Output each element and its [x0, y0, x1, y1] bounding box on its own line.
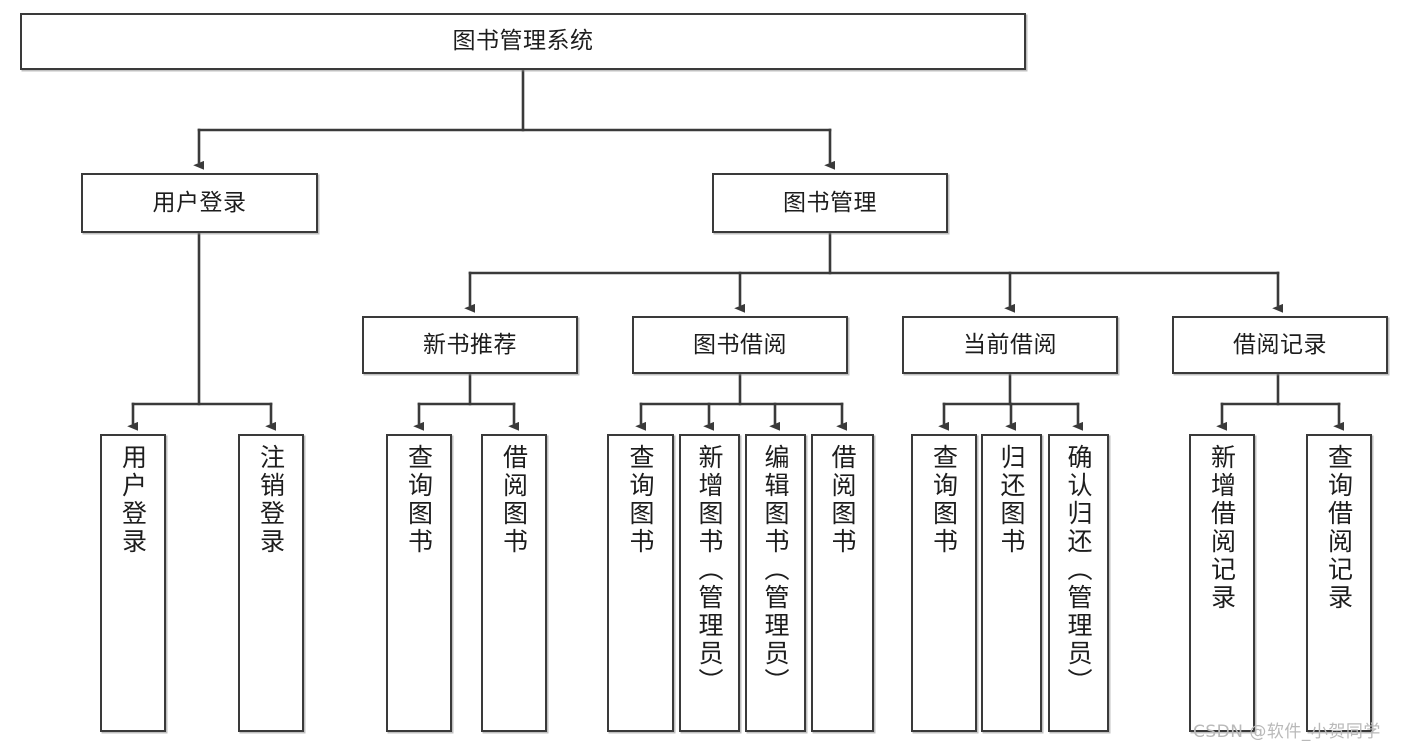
leaf-query-book-3[interactable]: 查询图书: [911, 434, 977, 732]
node-label: 查询图书: [929, 444, 959, 556]
node-label: 当前借阅: [963, 331, 1057, 358]
leaf-query-borrow-record[interactable]: 查询借阅记录: [1306, 434, 1372, 732]
node-label: 查询借阅记录: [1324, 444, 1354, 612]
node-user-login[interactable]: 用户登录: [81, 173, 318, 233]
node-label: 新增借阅记录: [1207, 444, 1237, 612]
csdn-watermark: CSDN @软件_小贺同学: [1193, 722, 1381, 742]
leaf-add-book-admin[interactable]: 新增图书（管理员）: [679, 434, 740, 732]
leaf-add-borrow-record[interactable]: 新增借阅记录: [1189, 434, 1255, 732]
node-label: 图书借阅: [693, 331, 787, 358]
node-label: 用户登录: [152, 189, 247, 216]
node-label: 借阅记录: [1233, 331, 1327, 358]
node-label: 查询图书: [404, 444, 434, 556]
node-label: 归还图书: [997, 444, 1026, 556]
leaf-return-book[interactable]: 归还图书: [981, 434, 1042, 732]
leaf-borrow-book-2[interactable]: 借阅图书: [811, 434, 874, 732]
node-book-borrow[interactable]: 图书借阅: [632, 316, 848, 374]
node-root-system[interactable]: 图书管理系统: [20, 13, 1026, 70]
node-label: 新增图书（管理员）: [695, 444, 724, 696]
node-label: 图书管理: [783, 189, 877, 216]
leaf-confirm-return-admin[interactable]: 确认归还（管理员）: [1048, 434, 1109, 732]
node-label: 注销登录: [256, 444, 286, 556]
node-label: 新书推荐: [423, 331, 517, 358]
node-label: 确认归还（管理员）: [1064, 444, 1093, 696]
node-label: 图书管理系统: [452, 28, 594, 55]
node-label: 借阅图书: [499, 444, 529, 556]
leaf-query-book-2[interactable]: 查询图书: [607, 434, 674, 732]
leaf-user-login[interactable]: 用户登录: [100, 434, 166, 732]
node-book-manage[interactable]: 图书管理: [712, 173, 948, 233]
node-borrow-record[interactable]: 借阅记录: [1172, 316, 1388, 374]
node-label: 用户登录: [118, 444, 148, 556]
leaf-borrow-book-1[interactable]: 借阅图书: [481, 434, 547, 732]
leaf-query-book-1[interactable]: 查询图书: [386, 434, 452, 732]
node-new-book-recommend[interactable]: 新书推荐: [362, 316, 578, 374]
node-label: 查询图书: [626, 444, 655, 556]
leaf-edit-book-admin[interactable]: 编辑图书（管理员）: [745, 434, 806, 732]
node-label: 借阅图书: [828, 444, 857, 556]
node-current-borrow[interactable]: 当前借阅: [902, 316, 1118, 374]
leaf-logout-login[interactable]: 注销登录: [238, 434, 304, 732]
node-label: 编辑图书（管理员）: [761, 444, 790, 696]
